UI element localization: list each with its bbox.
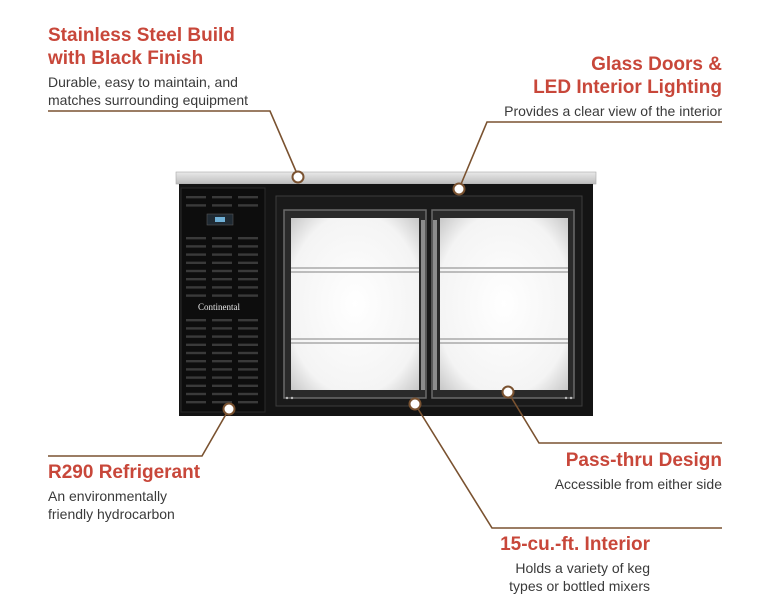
louver-slot bbox=[186, 261, 206, 264]
louver-slot bbox=[238, 368, 258, 371]
louver-slot bbox=[186, 351, 206, 355]
louver-slot bbox=[186, 384, 206, 387]
louver-slot bbox=[186, 278, 206, 281]
louver-slot bbox=[238, 327, 258, 330]
louver-slot bbox=[238, 360, 258, 363]
louver-slot bbox=[238, 196, 258, 199]
louver-slot bbox=[212, 196, 232, 199]
louver-slot bbox=[238, 278, 258, 281]
louver-slot bbox=[212, 376, 232, 379]
louver-slot bbox=[186, 368, 206, 371]
marker-steel bbox=[291, 170, 305, 184]
louver-slot bbox=[238, 319, 258, 322]
louver-slot bbox=[238, 343, 258, 346]
louver-slot bbox=[238, 237, 258, 240]
callout-interior: 15-cu.-ft. Interior Holds a variety of k… bbox=[500, 533, 650, 595]
louver-slot bbox=[212, 327, 232, 330]
louver-slot bbox=[186, 360, 206, 363]
leader-glass bbox=[458, 121, 722, 190]
louver-slot bbox=[186, 376, 206, 379]
louver-slot bbox=[186, 269, 206, 273]
leader-refrigerant bbox=[48, 408, 230, 457]
louver-slot bbox=[238, 261, 258, 264]
louver-slot bbox=[212, 237, 232, 240]
louver-slot bbox=[186, 253, 206, 256]
louver-slot bbox=[238, 376, 258, 379]
marker-passthru bbox=[501, 385, 515, 399]
grille-panel bbox=[180, 187, 266, 413]
callout-title: Pass-thru Design bbox=[565, 450, 722, 471]
marker-glass bbox=[452, 182, 466, 196]
louver-slot bbox=[238, 245, 258, 248]
louver-slot bbox=[212, 360, 232, 363]
callout-refrigerant: R290 Refrigerant An environmentally frie… bbox=[48, 461, 200, 523]
louver-slot bbox=[238, 335, 258, 338]
callout-title: Stainless Steel Build with Black Finish bbox=[48, 25, 235, 69]
louver-slot bbox=[212, 253, 232, 256]
louver-slot bbox=[212, 204, 232, 207]
door-handle bbox=[433, 220, 437, 390]
callout-stainless-steel: Stainless Steel Build with Black Finish … bbox=[48, 24, 248, 109]
louver-slot bbox=[238, 253, 258, 256]
louver-slot bbox=[212, 278, 232, 281]
louver-slot bbox=[186, 286, 206, 289]
leader-passthru bbox=[507, 391, 722, 444]
louver-slot bbox=[212, 343, 232, 346]
callout-title: 15-cu.-ft. Interior bbox=[500, 534, 650, 555]
louver-slot bbox=[238, 401, 258, 404]
brand-logo: Continental bbox=[198, 302, 240, 312]
louver-slot bbox=[186, 343, 206, 346]
louver-slot bbox=[186, 245, 206, 248]
logo-badge bbox=[192, 301, 246, 315]
louver-slot bbox=[212, 294, 232, 297]
louver-grille bbox=[186, 196, 258, 404]
callout-description: An environmentally friendly hydrocarbon bbox=[48, 488, 175, 522]
louver-slot bbox=[186, 237, 206, 240]
leader-interior bbox=[414, 403, 722, 529]
louver-slot bbox=[238, 384, 258, 387]
louver-slot bbox=[186, 392, 206, 396]
callout-title: Glass Doors & LED Interior Lighting bbox=[533, 54, 722, 98]
louver-slot bbox=[212, 351, 232, 355]
callout-description: Provides a clear view of the interior bbox=[504, 103, 722, 119]
louver-slot bbox=[212, 245, 232, 248]
louver-slot bbox=[186, 401, 206, 404]
callout-description: Accessible from either side bbox=[554, 476, 722, 492]
louver-slot bbox=[212, 368, 232, 371]
louver-slot bbox=[186, 294, 206, 297]
wire-shelves bbox=[291, 267, 568, 344]
louver-slot bbox=[212, 401, 232, 404]
louver-slot bbox=[212, 261, 232, 264]
louver-slot bbox=[238, 269, 258, 273]
louver-slot bbox=[212, 269, 232, 273]
marker-refrigerant bbox=[222, 402, 236, 416]
louver-slot bbox=[212, 286, 232, 289]
louver-slot bbox=[186, 319, 206, 322]
leader-steel bbox=[48, 110, 299, 177]
callout-glass-doors: Glass Doors & LED Interior Lighting Prov… bbox=[504, 53, 722, 120]
louver-slot bbox=[186, 196, 206, 199]
louver-slot bbox=[212, 319, 232, 322]
louver-slot bbox=[238, 204, 258, 207]
louver-slot bbox=[238, 294, 258, 297]
louver-slot bbox=[238, 286, 258, 289]
callout-title: R290 Refrigerant bbox=[48, 462, 201, 483]
louver-slot bbox=[212, 335, 232, 338]
door-handle bbox=[421, 220, 425, 390]
callout-description: Durable, easy to maintain, and matches s… bbox=[48, 74, 249, 108]
louver-slot bbox=[212, 392, 232, 396]
louver-slot bbox=[238, 351, 258, 355]
louver-slot bbox=[212, 384, 232, 387]
callout-pass-thru: Pass-thru Design Accessible from either … bbox=[555, 449, 722, 493]
louver-slot bbox=[186, 327, 206, 330]
marker-interior bbox=[408, 397, 422, 411]
louver-slot bbox=[186, 335, 206, 338]
callout-description: Holds a variety of keg types or bottled … bbox=[509, 560, 650, 594]
louver-slot bbox=[186, 204, 206, 207]
louver-slot bbox=[238, 392, 258, 396]
